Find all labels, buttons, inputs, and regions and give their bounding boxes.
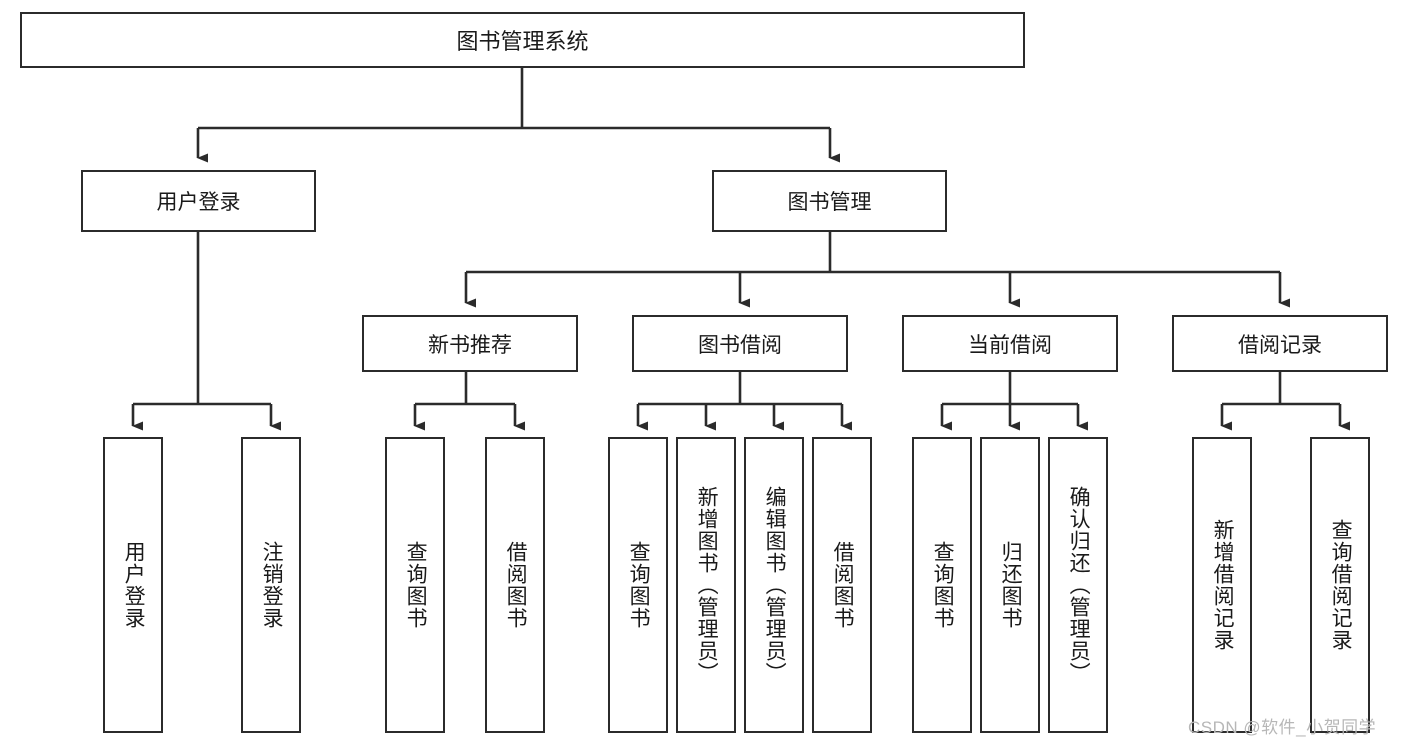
leaf-borrow-book[interactable]: 借阅图书	[812, 437, 872, 733]
node-borrow-record[interactable]: 借阅记录	[1172, 315, 1388, 372]
node-label: 用户登录	[156, 191, 241, 214]
node-current-borrow[interactable]: 当前借阅	[902, 315, 1118, 372]
node-label: 图书管理系统	[456, 29, 589, 54]
node-label: 借阅图书	[831, 541, 855, 629]
node-new-book-recommend[interactable]: 新书推荐	[362, 315, 578, 372]
node-label: 新增图书（管理员）	[695, 486, 719, 684]
leaf-query-borrow-record[interactable]: 查询借阅记录	[1310, 437, 1370, 733]
node-label: 确认归还（管理员）	[1067, 486, 1091, 684]
node-label: 借阅记录	[1238, 333, 1322, 357]
node-label: 借阅图书	[504, 541, 528, 629]
node-label: 当前借阅	[968, 333, 1052, 357]
node-label: 查询借阅记录	[1329, 519, 1353, 651]
node-label: 图书管理	[787, 191, 872, 214]
node-user-login[interactable]: 用户登录	[81, 170, 316, 232]
node-label: 归还图书	[999, 541, 1023, 629]
leaf-user-login[interactable]: 用户登录	[103, 437, 163, 733]
node-label: 新书推荐	[428, 333, 512, 357]
leaf-edit-book-admin[interactable]: 编辑图书（管理员）	[744, 437, 804, 733]
node-label: 查询图书	[627, 541, 651, 629]
node-book-borrow[interactable]: 图书借阅	[632, 315, 848, 372]
leaf-logout[interactable]: 注销登录	[241, 437, 301, 733]
leaf-add-borrow-record[interactable]: 新增借阅记录	[1192, 437, 1252, 733]
node-label: 编辑图书（管理员）	[763, 486, 787, 684]
node-label: 注销登录	[260, 541, 284, 629]
node-label: 查询图书	[404, 541, 428, 629]
node-book-management[interactable]: 图书管理	[712, 170, 947, 232]
leaf-query-book-borrow[interactable]: 查询图书	[608, 437, 668, 733]
leaf-confirm-return-admin[interactable]: 确认归还（管理员）	[1048, 437, 1108, 733]
leaf-query-book-current[interactable]: 查询图书	[912, 437, 972, 733]
node-label: 用户登录	[122, 541, 146, 629]
node-label: 新增借阅记录	[1211, 519, 1235, 651]
node-label: 图书借阅	[698, 333, 782, 357]
leaf-borrow-book-recommend[interactable]: 借阅图书	[485, 437, 545, 733]
leaf-return-book[interactable]: 归还图书	[980, 437, 1040, 733]
csdn-watermark: CSDN @软件_小贺同学	[1188, 718, 1377, 737]
leaf-add-book-admin[interactable]: 新增图书（管理员）	[676, 437, 736, 733]
node-label: 查询图书	[931, 541, 955, 629]
node-root-book-management-system[interactable]: 图书管理系统	[20, 12, 1025, 68]
leaf-query-book-recommend[interactable]: 查询图书	[385, 437, 445, 733]
